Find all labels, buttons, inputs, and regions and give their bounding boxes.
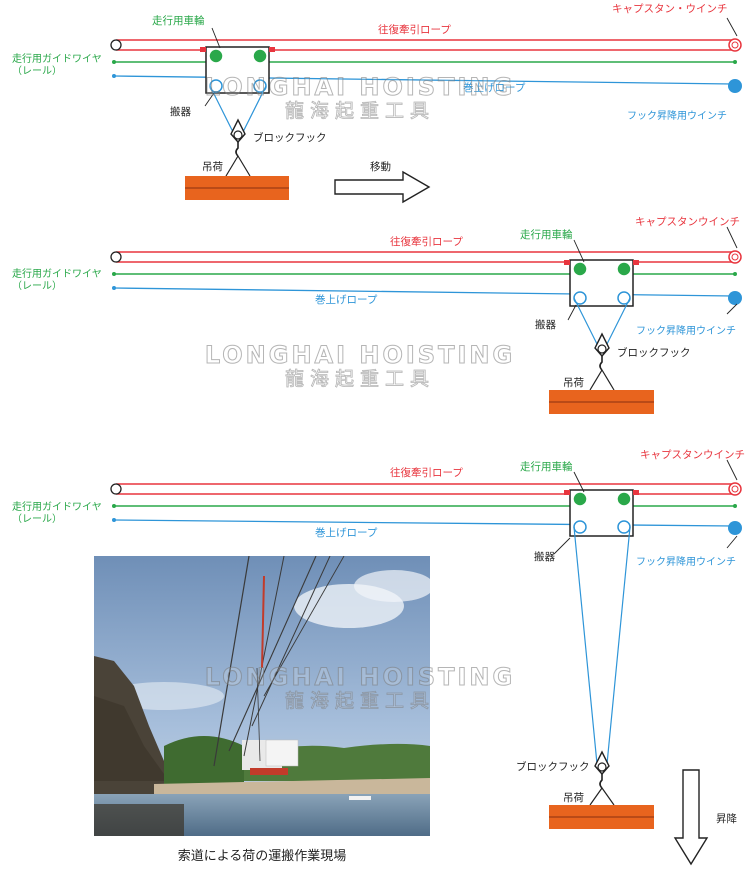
label-capstan-winch: キャプスタンウインチ xyxy=(635,216,740,228)
label-load: 吊荷 xyxy=(202,161,223,173)
label-carrier: 搬器 xyxy=(535,318,556,331)
carrier xyxy=(200,46,275,94)
running-wheel-icon xyxy=(252,48,268,64)
panel-2-moved: 走行用車輪 往復牽引ロープ キャプスタンウインチ 走行用ガイドワイヤ （レール）… xyxy=(12,216,742,414)
carrier xyxy=(564,259,639,307)
guide-wire xyxy=(112,504,737,508)
label-load: 吊荷 xyxy=(563,792,584,804)
return-sheave-icon xyxy=(110,39,122,51)
label-hook-winch: フック昇降用ウインチ xyxy=(636,324,736,337)
site-photo xyxy=(94,556,430,836)
traction-rope xyxy=(110,250,742,264)
label-running-wheel: 走行用車輪 xyxy=(520,228,573,241)
lift-arrow-icon xyxy=(673,769,709,866)
hoist-rope xyxy=(112,518,742,535)
running-wheel-icon xyxy=(572,491,588,507)
suspended-load xyxy=(185,176,289,200)
label-guide-wire: 走行用ガイドワイヤ xyxy=(12,52,102,65)
site-photo-drawing xyxy=(94,556,430,836)
label-running-wheel: 走行用車輪 xyxy=(520,460,573,473)
label-running-wheel: 走行用車輪 xyxy=(152,14,205,27)
label-capstan-winch: キャプスタン・ウインチ xyxy=(612,3,728,15)
hook-winch-drum-icon xyxy=(728,521,742,535)
hook-icon xyxy=(599,356,603,371)
running-wheel-icon xyxy=(616,491,632,507)
hook-winch-drum-icon xyxy=(728,79,742,93)
label-load: 吊荷 xyxy=(563,377,584,389)
carrier xyxy=(564,489,639,537)
label-block-hook: ブロックフック xyxy=(253,131,327,144)
label-hoist-rope: 巻上げロープ xyxy=(463,82,526,94)
label-move: 移動 xyxy=(370,160,391,173)
traction-rope xyxy=(110,482,742,496)
move-arrow-icon xyxy=(334,170,431,204)
running-wheel-icon xyxy=(616,261,632,277)
label-capstan-winch: キャプスタンウインチ xyxy=(640,449,745,461)
label-traction-rope: 往復牽引ロープ xyxy=(378,23,451,36)
label-traction-rope: 往復牽引ロープ xyxy=(390,235,463,248)
label-block-hook: ブロックフック xyxy=(617,346,691,359)
label-traction-rope: 往復牽引ロープ xyxy=(390,466,463,479)
panel-3-lowered: 走行用車輪 往復牽引ロープ キャプスタンウインチ 走行用ガイドワイヤ （レール）… xyxy=(12,449,745,866)
label-guide-wire: 走行用ガイドワイヤ xyxy=(12,500,102,513)
photo-caption: 索道による荷の運搬作業現場 xyxy=(177,849,347,864)
hook-icon xyxy=(235,142,239,157)
hoist-pulley-icon xyxy=(617,520,631,534)
label-lift: 昇降 xyxy=(716,812,737,825)
label-carrier: 搬器 xyxy=(534,550,555,563)
running-wheel-icon xyxy=(572,261,588,277)
label-hoist-rope: 巻上げロープ xyxy=(315,527,378,539)
label-hook-winch: フック昇降用ウインチ xyxy=(636,555,736,568)
hook-winch-drum-icon xyxy=(728,291,742,305)
label-hook-winch: フック昇降用ウインチ xyxy=(627,109,727,122)
suspended-load xyxy=(549,390,654,414)
guide-wire xyxy=(112,272,737,276)
hook-icon xyxy=(599,774,603,789)
block-hook xyxy=(225,118,251,177)
hoist-pulley-icon xyxy=(573,520,587,534)
label-guide-wire: 走行用ガイドワイヤ xyxy=(12,267,102,280)
label-guide-wire-rail: （レール） xyxy=(12,513,62,525)
block-hook xyxy=(589,750,615,806)
label-carrier: 搬器 xyxy=(170,105,191,118)
label-guide-wire-rail: （レール） xyxy=(12,65,62,77)
panel-1-initial: 走行用車輪 往復牽引ロープ キャプスタン・ウインチ 走行用ガイドワイヤ （レール… xyxy=(12,3,742,204)
suspended-load xyxy=(549,805,654,829)
block-hook xyxy=(589,332,615,391)
label-block-hook: ブロックフック xyxy=(516,760,590,773)
running-wheel-icon xyxy=(208,48,224,64)
return-sheave-icon xyxy=(110,251,122,263)
label-hoist-rope: 巻上げロープ xyxy=(315,294,378,306)
label-guide-wire-rail: （レール） xyxy=(12,280,62,292)
hoist-rope xyxy=(112,286,742,305)
return-sheave-icon xyxy=(110,483,122,495)
